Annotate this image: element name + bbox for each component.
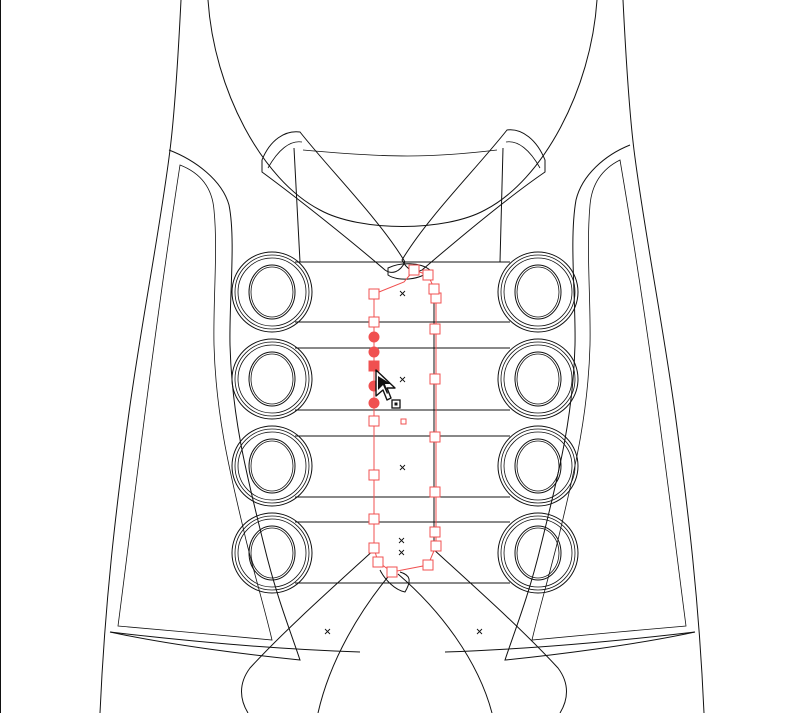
eyelet-left-1 (231, 251, 313, 333)
eyelet-right-3 (497, 425, 579, 507)
eyelet-left-2 (231, 338, 313, 420)
eyelet-left-4 (231, 512, 313, 594)
eyelet-right-4 (497, 512, 579, 594)
selection-anchor-points[interactable] (368, 264, 442, 578)
path-center-marks (324, 290, 483, 635)
vamp-line (109, 631, 696, 653)
direct-selection-arrow-icon (375, 369, 401, 409)
eyelet-right-2 (497, 338, 579, 420)
lace-crossing-bottom[interactable] (241, 547, 567, 713)
tongue[interactable] (293, 147, 504, 263)
eyelets-left[interactable] (231, 251, 313, 594)
left-side-panel[interactable] (109, 149, 301, 661)
lace-horizontal-strips[interactable] (295, 261, 510, 584)
shoe-body-outline[interactable] (99, 0, 705, 713)
right-side-panel[interactable] (504, 144, 696, 661)
eyelets-right[interactable] (497, 251, 579, 594)
eyelet-right-1 (497, 251, 579, 333)
eyelet-left-3 (231, 425, 313, 507)
